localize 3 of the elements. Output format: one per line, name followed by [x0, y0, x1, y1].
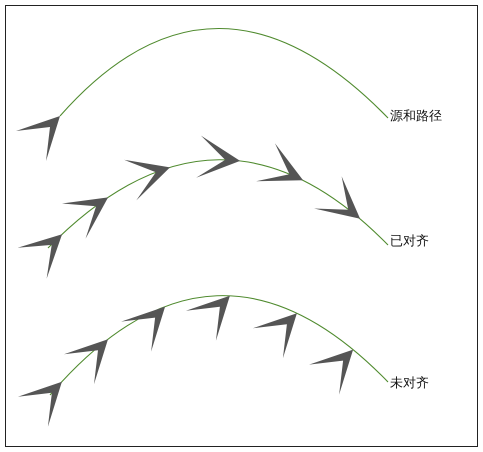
curve-label: 已对齐	[390, 234, 429, 250]
curve-label: 源和路径	[390, 109, 442, 125]
curve-label: 未对齐	[390, 376, 429, 392]
